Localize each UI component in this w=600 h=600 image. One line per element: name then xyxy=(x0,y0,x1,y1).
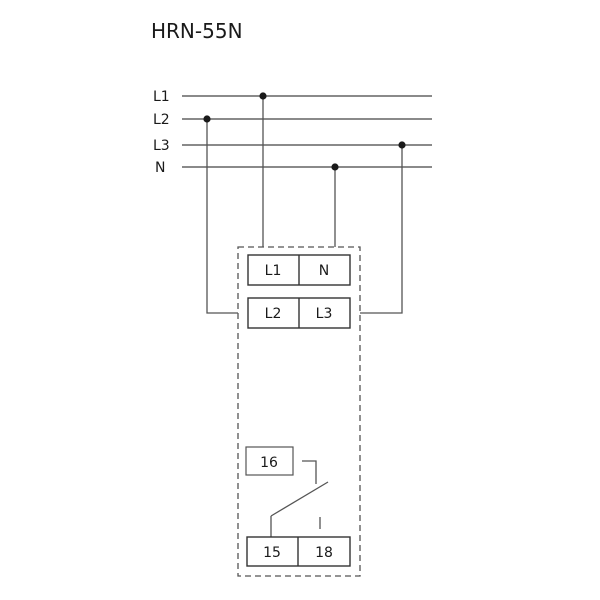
terminal-16-frame xyxy=(245,446,294,476)
switch-blade xyxy=(270,481,329,517)
terminal-l2-label: L2 xyxy=(265,306,282,322)
bus-label-l1: L1 xyxy=(153,89,170,105)
wire-l3 xyxy=(360,145,403,314)
junction-dot-l3 xyxy=(398,141,406,149)
terminal-15-label: 15 xyxy=(263,545,281,561)
terminal-block-l2-l3: L2 L3 xyxy=(247,297,351,329)
wire-l2 xyxy=(206,119,238,314)
terminal-block-15-18: 15 18 xyxy=(246,536,351,567)
terminal-n-label: N xyxy=(319,263,329,279)
bus-lines xyxy=(182,95,432,168)
terminal-l1-label: L1 xyxy=(265,263,282,279)
terminal-18-label: 18 xyxy=(315,545,333,561)
junction-dot-l2 xyxy=(203,115,211,123)
terminal-l3-label: L3 xyxy=(316,306,333,322)
junction-dots xyxy=(203,92,406,171)
terminal-16-label: 16 xyxy=(260,455,278,471)
bus-label-l2: L2 xyxy=(153,112,170,128)
junction-dot-n xyxy=(331,163,339,171)
relay-contact xyxy=(270,460,329,537)
bus-label-n: N xyxy=(155,160,165,176)
device-enclosure xyxy=(237,246,361,577)
relay-terminal-16: 16 xyxy=(245,446,294,476)
drop-wires xyxy=(206,96,403,314)
junction-dot-l1 xyxy=(259,92,267,100)
terminal-block-l1-n: L1 N xyxy=(247,254,351,286)
nc-contact-wire xyxy=(302,460,317,484)
bus-label-l3: L3 xyxy=(153,138,170,154)
diagram-title: HRN-55N xyxy=(151,19,243,43)
bus-labels: L1 L2 L3 N xyxy=(153,89,170,176)
